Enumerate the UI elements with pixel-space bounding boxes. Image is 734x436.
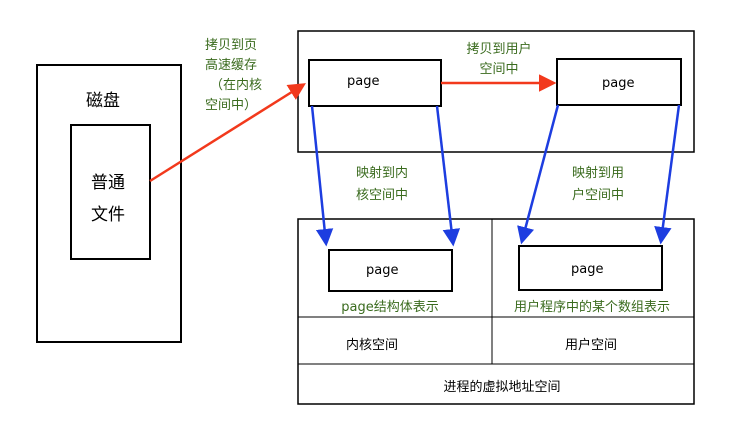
copy-to-cache-line2: 高速缓存	[204, 58, 258, 73]
kernel-page-caption: page结构体表示	[341, 300, 439, 315]
file-label-line2: 文件	[91, 205, 125, 225]
kernel-page-label: page	[366, 263, 399, 278]
kernel-page-box	[328, 249, 453, 292]
map-user-arrow-left	[517, 104, 560, 245]
user-page-caption: 用户程序中的某个数组表示	[513, 300, 671, 315]
map-kernel-arrow-left	[310, 105, 334, 247]
copy-to-cache-line4: 空间中）	[204, 98, 258, 113]
kernel-space-label: 内核空间	[345, 338, 399, 353]
map-to-kernel-line1: 映射到内	[355, 166, 409, 181]
map-to-user-line2: 户空间中	[571, 188, 625, 203]
process-address-space-label: 进程的虚拟地址空间	[443, 380, 561, 395]
map-kernel-arrow-right	[435, 105, 461, 247]
copy-to-cache-arrow	[149, 83, 306, 183]
map-to-kernel-line2: 核空间中	[355, 188, 409, 203]
regular-file-box	[70, 124, 151, 260]
file-label-line1: 普通	[91, 173, 125, 193]
cache-page-2	[556, 58, 682, 106]
copy-to-user-line2: 空间中	[479, 62, 519, 77]
map-to-user-line1: 映射到用	[571, 166, 625, 181]
map-user-arrow-right	[654, 104, 681, 245]
user-space-label: 用户空间	[564, 338, 618, 353]
copy-to-cache-line1: 拷贝到页	[204, 38, 258, 53]
disk-title: 磁盘	[86, 91, 120, 111]
cache-page-2-label: page	[602, 76, 635, 91]
copy-to-cache-line3: （在内核	[209, 78, 263, 93]
user-page-box	[518, 245, 663, 291]
user-page-label: page	[571, 262, 604, 277]
copy-to-user-line1: 拷贝到用户	[466, 42, 532, 57]
cache-page-1-label: page	[347, 74, 380, 89]
